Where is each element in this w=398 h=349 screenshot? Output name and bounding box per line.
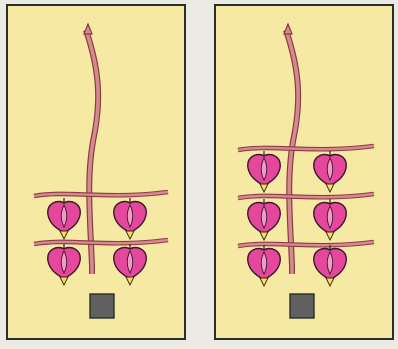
soil-block <box>290 294 314 318</box>
flower <box>248 151 280 192</box>
plant-right <box>216 6 396 342</box>
flower <box>314 151 346 192</box>
flower <box>314 199 346 240</box>
flower <box>114 244 146 285</box>
flower <box>48 244 80 285</box>
flower <box>48 198 80 239</box>
flower <box>314 245 346 286</box>
flower <box>248 199 280 240</box>
flower <box>114 198 146 239</box>
soil-block <box>90 294 114 318</box>
panel-right-three-branches <box>214 4 394 340</box>
flower <box>248 245 280 286</box>
plant-left <box>8 6 188 342</box>
panel-left-two-branches <box>6 4 186 340</box>
